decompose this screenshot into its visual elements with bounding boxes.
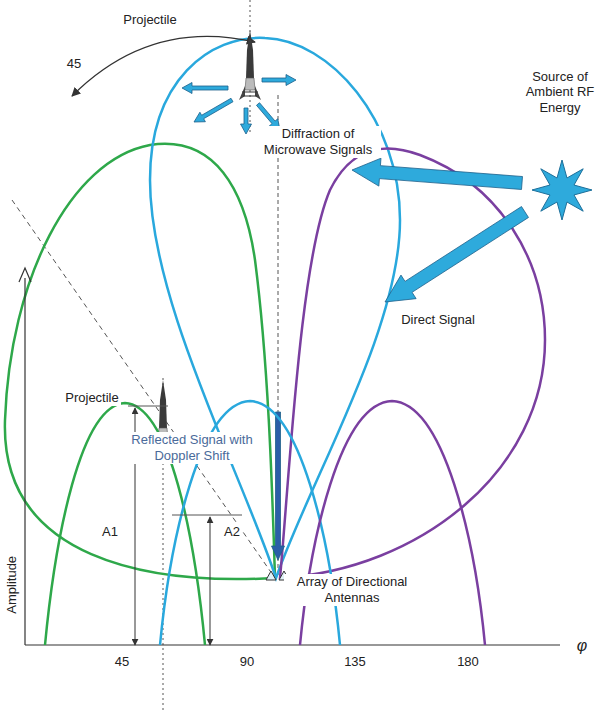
- tick-label: 90: [238, 654, 256, 670]
- reflected-arrow: [272, 412, 285, 560]
- diffraction-arrow: [182, 83, 228, 94]
- part-name: Array of Directional Antennas: [284, 574, 420, 605]
- diffraction-arrow: [241, 108, 252, 134]
- tick-label: 45: [113, 654, 131, 670]
- star-shape: [532, 160, 592, 220]
- antenna-lobe: [5, 144, 275, 579]
- part-name: Projectile: [121, 12, 178, 28]
- rf-source-star: [532, 160, 592, 220]
- tick-label: 135: [342, 654, 368, 670]
- amplitude-arrow: [210, 517, 211, 645]
- angle-value: 45: [65, 56, 83, 72]
- ambient-arrow: [352, 158, 522, 189]
- angle-line: [12, 200, 275, 578]
- amplitude-label: A1: [100, 524, 120, 540]
- axis-label: Amplitude: [4, 554, 20, 616]
- signal-arrows: [182, 75, 529, 561]
- axis-label: φ: [575, 636, 589, 655]
- projectile-figure: [239, 30, 261, 100]
- angle-arc: [72, 36, 255, 96]
- signal-label: Diffraction of Microwave Signals: [255, 126, 381, 157]
- axis-arrowhead: [19, 268, 31, 282]
- diffraction-arrow: [194, 98, 233, 122]
- pattern-curve: [300, 401, 485, 645]
- level-line: [128, 406, 168, 407]
- level-line: [172, 515, 242, 516]
- signal-label: Reflected Signal with Doppler Shift: [129, 432, 255, 463]
- tick-label: 180: [455, 654, 481, 670]
- y-axis: [24, 278, 25, 645]
- source-label: Source of Ambient RF Energy: [516, 69, 604, 116]
- antenna-lobe: [280, 148, 545, 578]
- signal-label: Direct Signal: [399, 312, 477, 328]
- diffraction-arrow: [262, 75, 296, 86]
- x-axis: [25, 644, 560, 645]
- direct-arrow: [385, 207, 529, 302]
- part-name: Projectile: [63, 390, 120, 406]
- amplitude-label: A2: [222, 524, 242, 540]
